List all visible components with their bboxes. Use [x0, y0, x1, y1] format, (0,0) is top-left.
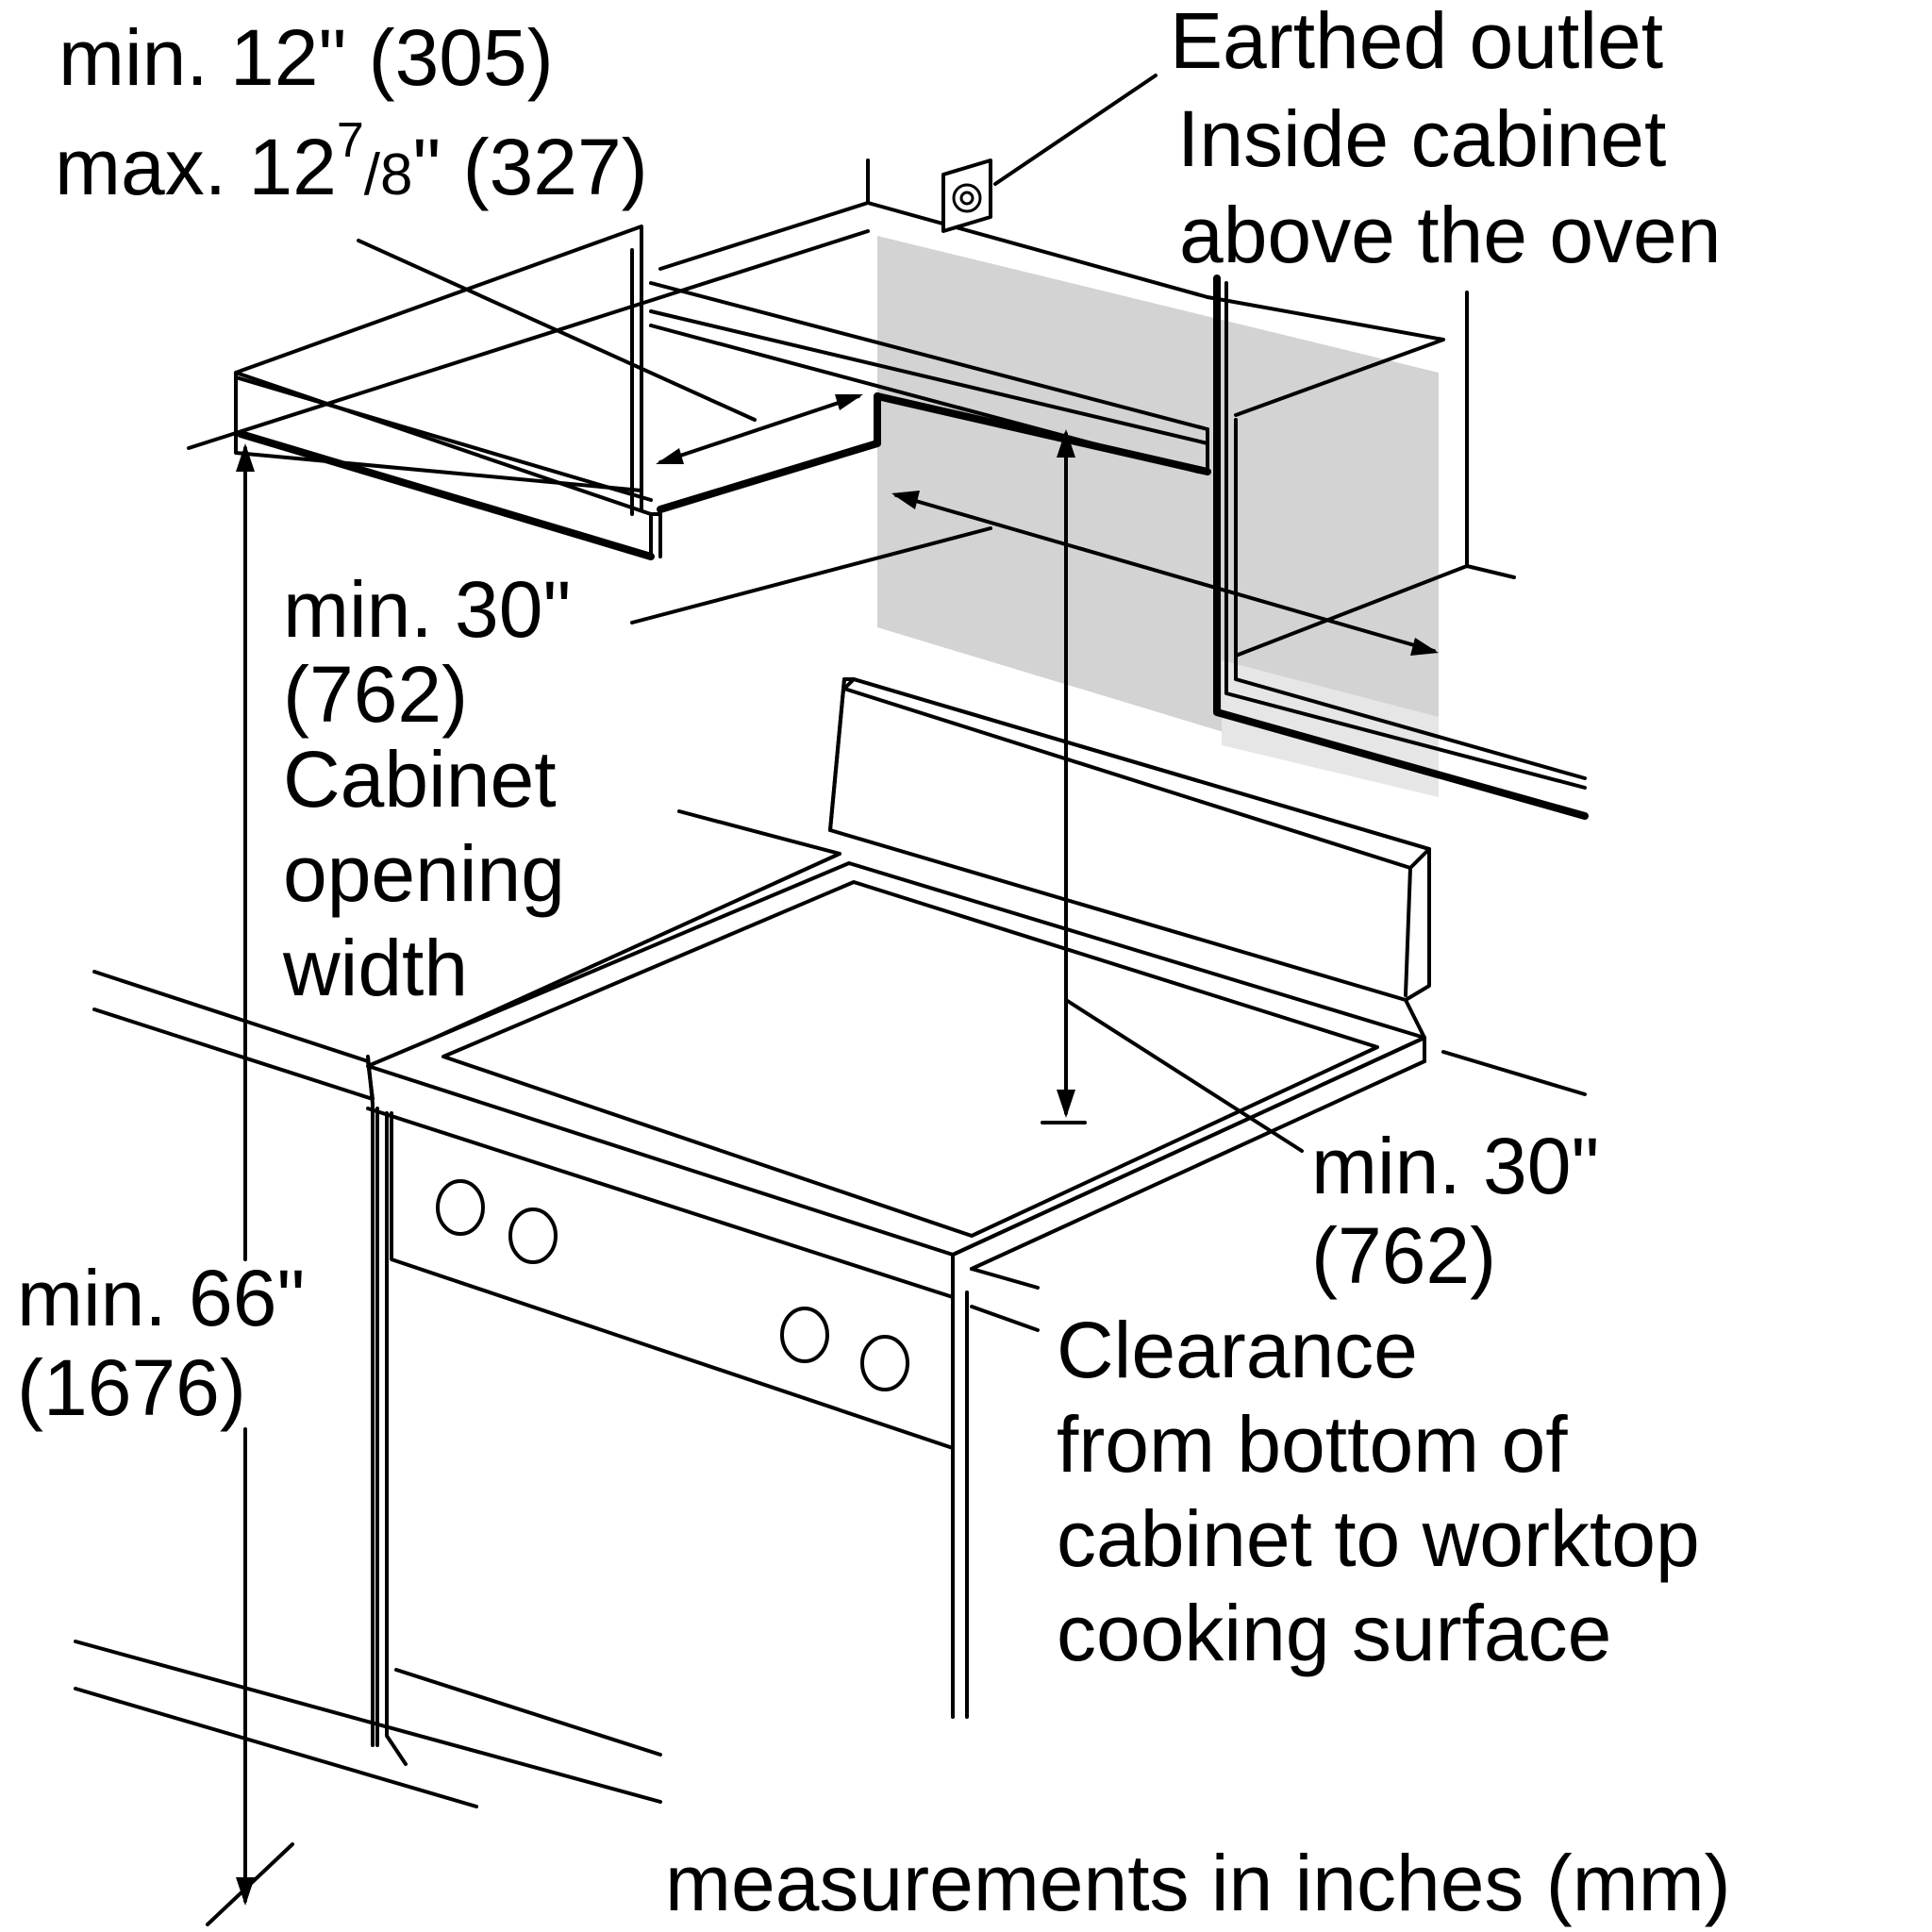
dimension-height — [206, 443, 294, 1926]
dimension-width — [630, 491, 1439, 656]
width-line-5: width — [282, 924, 468, 1012]
outlet-label: Earthed outlet Inside cabinet above the … — [1170, 0, 1721, 279]
clearance-line-5: cabinet to worktop — [1057, 1494, 1700, 1583]
outlet-leader — [993, 74, 1158, 186]
width-line-2: (762) — [283, 650, 468, 739]
depth-label: min. 12" (305) max. 127/8" (327) — [55, 13, 648, 211]
earthed-outlet-icon — [941, 158, 992, 233]
range-appliance — [366, 677, 1431, 1747]
clearance-line-2: (762) — [1311, 1211, 1496, 1300]
depth-max-text: max. 127/8" (327) — [55, 113, 648, 211]
dimension-depth — [357, 239, 863, 464]
outlet-line-2: Inside cabinet — [1177, 94, 1666, 183]
measurement-units-note: measurements in inches (mm) — [665, 1839, 1731, 1927]
clearance-label: min. 30" (762) Clearance from bottom of … — [1057, 1122, 1700, 1677]
outlet-line-3: above the oven — [1179, 191, 1721, 279]
height-line-1: min. 66" — [17, 1254, 305, 1342]
depth-min-text: min. 12" (305) — [58, 13, 554, 102]
clearance-line-4: from bottom of — [1057, 1400, 1568, 1489]
knob-icon — [436, 1179, 485, 1236]
width-label: min. 30" (762) Cabinet opening width — [282, 565, 571, 1012]
knob-icon — [860, 1335, 909, 1391]
width-line-3: Cabinet — [283, 735, 557, 824]
clearance-line-6: cooking surface — [1057, 1589, 1611, 1677]
height-line-2: (1676) — [17, 1343, 246, 1432]
height-label: min. 66" (1676) — [17, 1254, 305, 1432]
width-line-4: opening — [283, 829, 565, 918]
outlet-line-1: Earthed outlet — [1170, 0, 1663, 85]
upper-cabinets — [187, 158, 1589, 820]
clearance-line-1: min. 30" — [1311, 1122, 1599, 1210]
dimension-clearance — [1041, 429, 1304, 1153]
width-line-1: min. 30" — [283, 565, 571, 654]
clearance-line-3: Clearance — [1057, 1306, 1418, 1394]
knob-icon — [508, 1208, 558, 1264]
knob-icon — [780, 1307, 829, 1363]
